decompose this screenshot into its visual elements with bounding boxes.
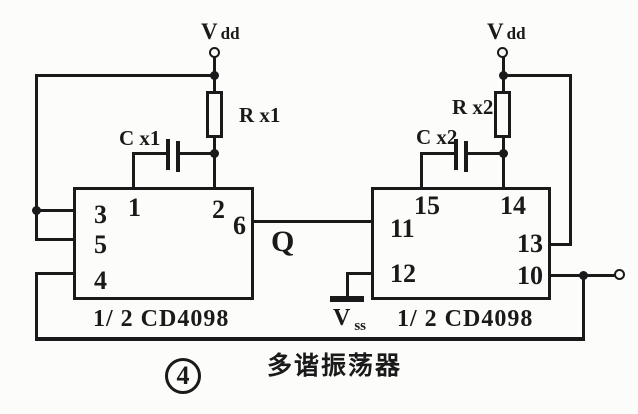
pin-label-12: 12 bbox=[390, 259, 416, 288]
wire-pin13 bbox=[550, 243, 572, 246]
pin-label-2: 2 bbox=[212, 195, 225, 224]
wire-right-vertical-upper bbox=[569, 74, 572, 246]
junction-dot bbox=[210, 71, 219, 80]
pin-label-14: 14 bbox=[500, 191, 526, 220]
ground-symbol bbox=[330, 296, 364, 302]
pin-label-10: 10 bbox=[517, 261, 543, 290]
vdd-terminal-left bbox=[209, 47, 220, 58]
q-output-label: Q bbox=[271, 225, 295, 258]
wire-left-vertical-lower bbox=[35, 272, 38, 341]
pin-label-5: 5 bbox=[94, 230, 107, 259]
junction-dot bbox=[210, 149, 219, 158]
pin-label-4: 4 bbox=[94, 266, 107, 295]
figure-number-badge: 4 bbox=[165, 358, 201, 394]
vdd-left-subscript: dd bbox=[220, 24, 240, 43]
output-terminal bbox=[614, 269, 625, 280]
capacitor-cx2-label: C x2 bbox=[416, 125, 458, 149]
ic-right-cd4098 bbox=[371, 187, 551, 300]
wire-cap2-to-pin15 bbox=[420, 152, 423, 188]
wire-cap2-right bbox=[467, 152, 503, 155]
ic-left-cd4098 bbox=[73, 187, 254, 300]
resistor-rx2 bbox=[494, 91, 511, 138]
wire-left-vertical-mid bbox=[35, 209, 38, 241]
junction-dot bbox=[32, 206, 41, 215]
capacitor-cx1-plate bbox=[166, 139, 170, 170]
pin-label-13: 13 bbox=[517, 229, 543, 258]
wire-cap1-to-pin1 bbox=[132, 152, 135, 188]
wire-ground-drop bbox=[346, 272, 349, 298]
resistor-rx1 bbox=[206, 91, 223, 138]
vdd-right-subscript: dd bbox=[506, 24, 526, 43]
pin-label-3: 3 bbox=[94, 200, 107, 229]
wire-top-right bbox=[502, 74, 572, 77]
wire-cap1-right bbox=[179, 152, 216, 155]
pin-label-11: 11 bbox=[390, 214, 415, 243]
vss-subscript: ss bbox=[354, 318, 367, 334]
capacitor-cx2-plate bbox=[464, 141, 468, 172]
wire-bottom bbox=[35, 337, 585, 341]
capacitor-cx1-plate bbox=[176, 141, 180, 172]
pin-label-15: 15 bbox=[414, 191, 440, 220]
figure-title: 多谐振荡器 bbox=[267, 353, 403, 380]
junction-dot bbox=[499, 71, 508, 80]
wire-resistor-right-to-pin14 bbox=[502, 138, 505, 188]
pin-label-1: 1 bbox=[128, 193, 141, 222]
pin-label-6: 6 bbox=[233, 211, 246, 240]
wire-pin4 bbox=[35, 272, 75, 275]
wire-q-output bbox=[253, 220, 372, 223]
wire-cap2-left bbox=[420, 152, 457, 155]
vdd-right-symbol: V bbox=[487, 19, 504, 44]
wire-top-left bbox=[35, 74, 217, 77]
vdd-left-symbol: V bbox=[201, 19, 218, 44]
wire-right-vertical-lower bbox=[582, 274, 585, 340]
wire-resistor-left-to-pin2 bbox=[213, 138, 216, 188]
figure-number: 4 bbox=[176, 361, 190, 390]
resistor-rx1-label: R x1 bbox=[239, 103, 281, 127]
vss-symbol: V bbox=[333, 305, 351, 331]
wire-pin3 bbox=[35, 209, 75, 212]
junction-dot bbox=[579, 271, 588, 280]
ic-right-name: 1/ 2 CD4098 bbox=[397, 306, 534, 332]
wire-pin5 bbox=[35, 238, 75, 241]
resistor-rx2-label: R x2 bbox=[452, 95, 494, 119]
capacitor-cx2-plate bbox=[454, 139, 458, 170]
ic-left-name: 1/ 2 CD4098 bbox=[93, 306, 230, 332]
capacitor-cx1-label: C x1 bbox=[119, 126, 161, 150]
vdd-terminal-right bbox=[497, 47, 508, 58]
junction-dot bbox=[499, 149, 508, 158]
wire-cap1-left bbox=[132, 152, 169, 155]
wire-left-vertical-upper bbox=[35, 74, 38, 213]
wire-pin12 bbox=[346, 272, 372, 275]
